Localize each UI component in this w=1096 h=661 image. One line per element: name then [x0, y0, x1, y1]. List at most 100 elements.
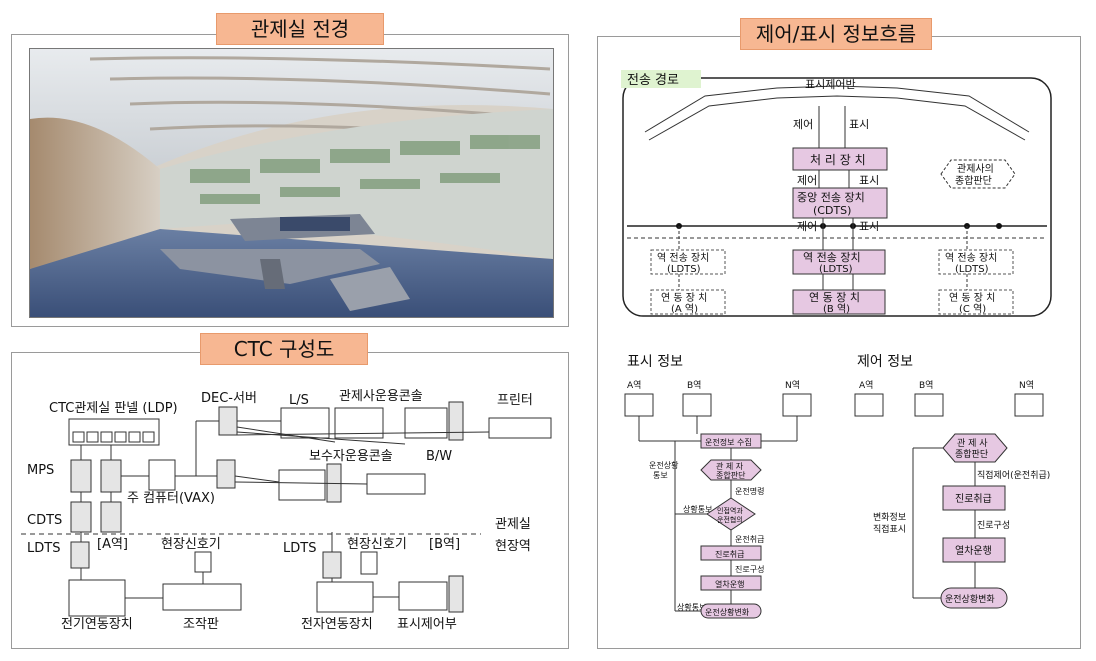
route-label: 전송 경로: [627, 73, 679, 88]
dec-server: [218, 406, 238, 436]
ctc-connections: [80, 420, 490, 599]
display-label-2: 표시: [859, 174, 879, 187]
display-ctrl-tower: [448, 575, 464, 613]
ldts-b-label: LDTS: [283, 541, 316, 556]
ctrl-station-b: B역: [919, 380, 933, 391]
elec-interlock-label: 전기연동장치: [61, 617, 133, 632]
ctrl-pc-b: [914, 393, 944, 417]
ctrl-route-config-label: 진로구성: [977, 520, 1010, 531]
electronic-interlock-rack: [316, 581, 374, 613]
central-tx-label-1: 중앙 전송 장치: [797, 191, 865, 204]
maint-printer: [366, 473, 426, 495]
display-label-1: 표시: [849, 118, 869, 131]
display-panel-label: 표시제어반: [805, 78, 856, 91]
judge-label-2: 종합판단: [955, 175, 992, 187]
disp-side-label-1: 운전상황: [649, 460, 679, 470]
disp-diamond-label-2: 운전협의: [717, 515, 743, 524]
ctrl-room-label: 관제실: [495, 517, 531, 532]
mps-label: MPS: [27, 463, 54, 478]
st-tx-b-label-1: 역 전송 장치: [803, 251, 861, 264]
judge-label-1: 관제사의: [957, 163, 994, 175]
electronic-interlock-label: 전자연동장치: [301, 617, 373, 632]
display-ctrl-workstation: [398, 581, 448, 611]
il-c-box: [938, 289, 1014, 315]
st-tx-a-label-1: 역 전송 장치: [657, 252, 709, 264]
printer: [488, 417, 552, 439]
main-computer-label: 주 컴퓨터(VAX): [127, 491, 215, 506]
disp-route-config-label: 진로구성: [735, 564, 764, 574]
ctc-title: CTC 구성도: [200, 333, 368, 365]
processor-label: 처 리 장 치: [810, 153, 866, 167]
maint-workstation: [278, 469, 326, 501]
console-tower: [448, 401, 464, 441]
st-tx-c-label-1: 역 전송 장치: [945, 252, 997, 264]
ctrl-pc-a: [854, 393, 884, 417]
maint-console-label: 보수자운용콘솔: [309, 449, 393, 464]
display-info-label: 표시 정보: [627, 354, 683, 370]
st-tx-a-label-2: (LDTS): [667, 264, 701, 275]
il-a-box: [650, 289, 726, 315]
disp-change-label: 운전상황변화: [705, 607, 750, 617]
ctrl-route-box: [942, 485, 1006, 511]
elec-interlock-rack: [68, 579, 126, 617]
ctrl-station-a: A역: [859, 380, 873, 391]
disp-handle-label: 운전취급: [735, 534, 764, 544]
ctrl-side-label-1: 변화정보: [873, 512, 906, 523]
display-panel-arc-bottom: [648, 95, 1026, 141]
st-tx-c-label-2: (LDTS): [955, 264, 989, 275]
display-panel-arc-top: [644, 85, 1030, 133]
cdts-server-2: [100, 501, 122, 533]
bw-label: B/W: [426, 449, 452, 464]
ctrl-pc-n: [1014, 393, 1044, 417]
b-station-label: [B역]: [429, 537, 460, 552]
disp-route-label: 진로취급: [715, 549, 744, 559]
signal-b: [360, 551, 378, 575]
ldts-a-server: [70, 541, 90, 569]
disp-judge-label-2: 종합판단: [716, 470, 746, 480]
maint-server: [216, 459, 236, 489]
disp-pc-n: [782, 393, 812, 417]
control-panel-label: 조작판: [183, 617, 219, 632]
console-monitor: [334, 407, 384, 439]
disp-notice2-label: 상황통보: [677, 602, 706, 612]
ctrl-judge-label-2: 종합판단: [955, 449, 988, 460]
ctrl-change-label: 운전상황변화: [945, 594, 995, 605]
disp-order-label: 운전명령: [735, 486, 764, 496]
disp-flow-lines: [638, 416, 798, 612]
disp-collect-label: 운전정보 수집: [705, 437, 752, 447]
ctc-diagram: CTC관제실 판넬 (LDP) DEC-서버 L/S 관제사운용콘솔 프린터 M…: [21, 389, 552, 632]
info-flow-diagram: 전송 경로 표시제어반 제어 표시 처 리 장 치 제어 표시 중앙 전송 장치…: [621, 70, 1052, 619]
central-tx-label-2: (CDTS): [813, 204, 851, 217]
ldts-a-label: LDTS: [27, 541, 60, 556]
ctrl-train-box: [942, 537, 1006, 563]
il-b-box: [792, 289, 886, 315]
ls-monitor: [280, 407, 330, 439]
dec-label: DEC-서버: [201, 391, 257, 406]
disp-diamond-label-1: 인접역과: [717, 506, 743, 515]
st-tx-b-label-2: (LDTS): [819, 264, 853, 275]
disp-pc-a: [624, 393, 654, 417]
disp-pc-b: [682, 393, 712, 417]
main-computer: [148, 459, 176, 491]
central-tx-box: [792, 187, 888, 219]
ctrl-judge-label-1: 관 제 사: [957, 438, 988, 449]
il-b-label-2: (B 역): [823, 303, 850, 315]
il-c-label-1: 연 동 장 치: [949, 292, 995, 304]
station-links: [678, 218, 968, 290]
disp-notice-label: 상황통보: [683, 504, 712, 514]
processor-box: [792, 147, 888, 171]
control-info-label: 제어 정보: [857, 354, 913, 370]
signal-a: [194, 551, 212, 573]
disp-judge-hex: [700, 459, 762, 481]
info-flow-title: 제어/표시 정보흐름: [740, 18, 932, 50]
ldp-screens: [72, 431, 155, 443]
disp-station-b: B역: [687, 380, 701, 391]
il-a-label-2: (A 역): [671, 303, 698, 315]
disp-side-label-2: 통보: [653, 471, 668, 480]
il-c-label-2: (C 역): [959, 303, 986, 315]
field-station-label: 현장역: [495, 539, 531, 554]
console-workstation: [404, 407, 448, 439]
il-b-label-1: 연 동 장 치: [809, 291, 860, 304]
ctrl-side-label-2: 직접표시: [873, 523, 906, 535]
st-tx-a-box: [650, 249, 726, 275]
